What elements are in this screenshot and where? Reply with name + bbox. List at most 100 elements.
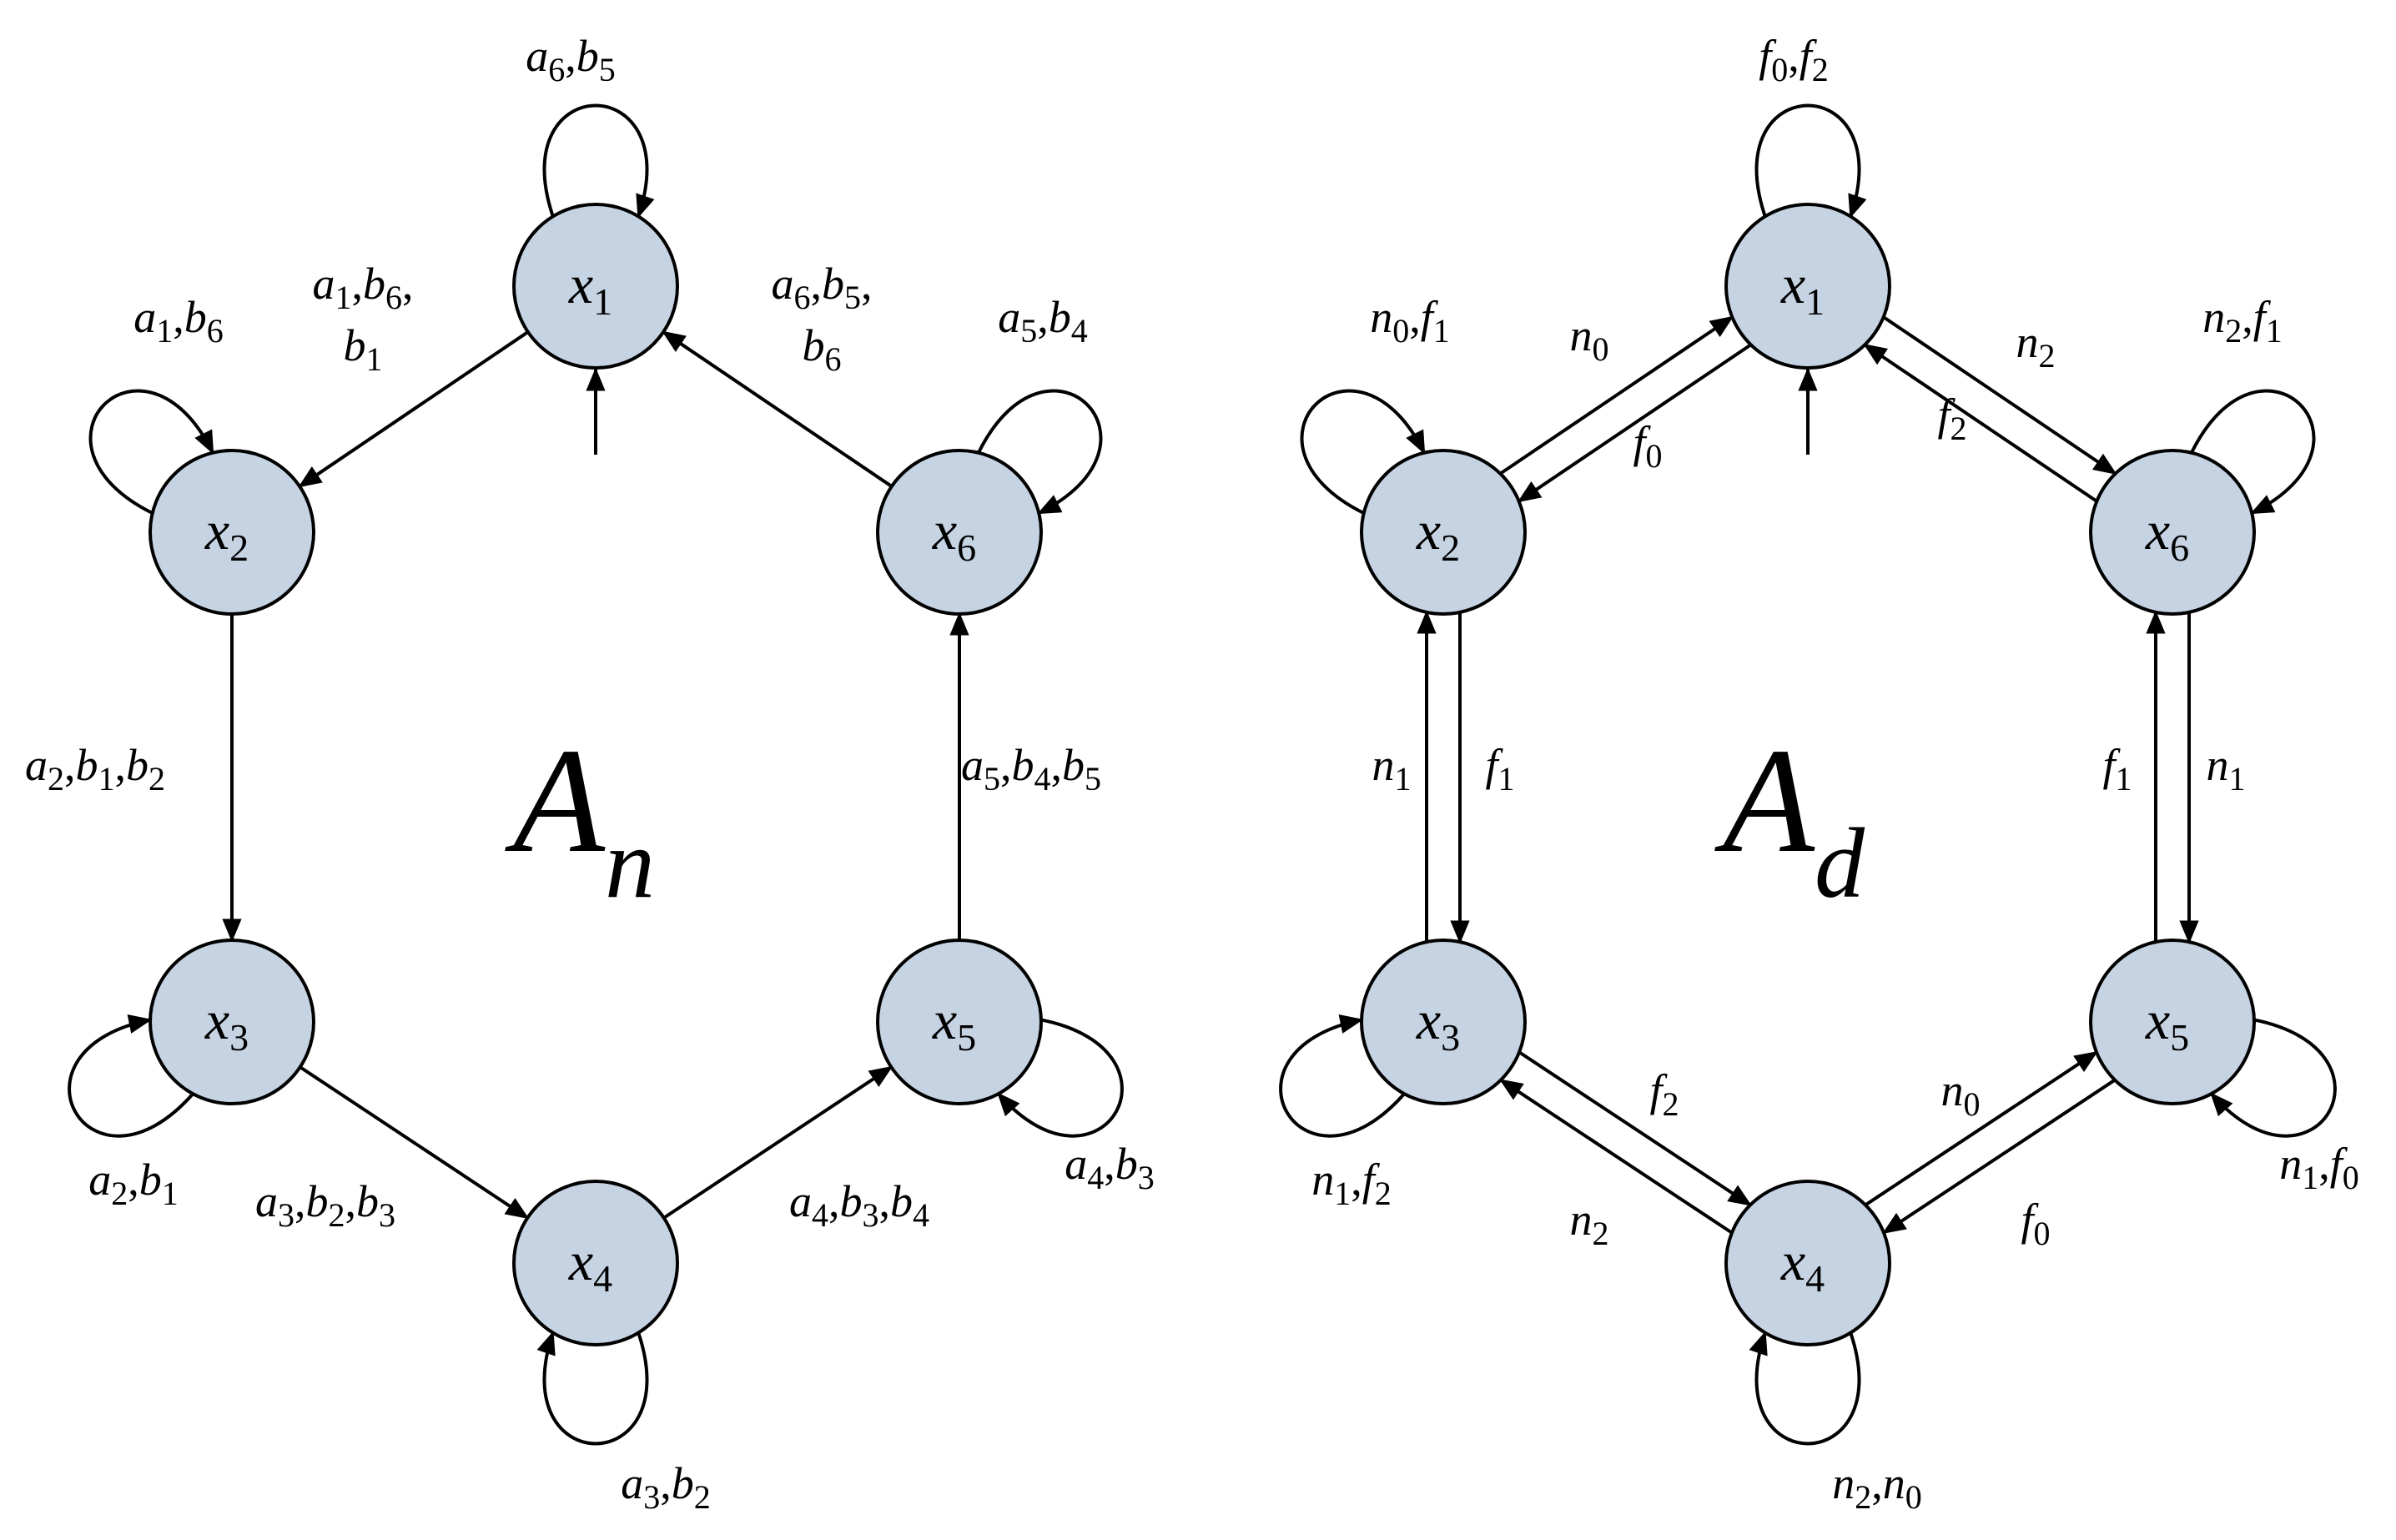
- ad-transition-backward-label: f1: [1485, 740, 1514, 798]
- ad-state-node: x6: [2089, 449, 2256, 616]
- an-state-label: x6: [932, 501, 976, 569]
- automaton-ad-title-sub: d: [1815, 808, 1865, 918]
- ad-self-loop: [1300, 389, 1426, 515]
- automaton-an-title: An: [505, 717, 655, 918]
- an-self-loop-label: a2,b1: [88, 1155, 179, 1212]
- ad-transition-forward-label: n0: [1570, 310, 1609, 368]
- ad-state-circle: [2089, 939, 2256, 1105]
- an-self-loop-label: a1,b6: [133, 292, 224, 350]
- ad-transition-forward-label: n1: [1372, 740, 1412, 798]
- an-state-label: x1: [568, 254, 612, 323]
- an-self-loop-label: a4,b3: [1065, 1139, 1155, 1196]
- an-state-label: x4: [568, 1231, 612, 1300]
- ad-self-loop: [2190, 389, 2316, 515]
- ad-transition-backward-label: f2: [1649, 1065, 1679, 1123]
- ad-transition-forward-label: f0: [2021, 1195, 2050, 1252]
- ad-self-loop-label: f0,f2: [1759, 31, 1829, 88]
- ad-state-node: x5: [2089, 939, 2256, 1105]
- automaton-ad-title-main: A: [1714, 717, 1815, 883]
- ad-state-circle: [1360, 939, 1527, 1105]
- ad-state-node: x3: [1360, 939, 1527, 1105]
- an-state-node: x6: [876, 449, 1043, 616]
- an-self-loop: [68, 1014, 194, 1138]
- an-self-loop: [536, 1331, 649, 1446]
- ad-transition-backward: [1499, 315, 1734, 476]
- an-transition-label: a1,b6,: [313, 259, 414, 316]
- ad-transition-backward: [1499, 1078, 1734, 1235]
- automaton-ad: Ad f0,f2 n0,f1 n1,f2 n2,n0 n1,f0 n2,f1 n0 f0 n1…: [1279, 31, 2359, 1516]
- ad-self-loop: [1754, 103, 1867, 219]
- automaton-an-title-main: A: [505, 717, 606, 883]
- an-state-label: x3: [204, 990, 249, 1059]
- an-state-circle: [148, 939, 315, 1105]
- ad-self-loop: [1749, 1331, 1861, 1446]
- an-state-label: x5: [932, 990, 976, 1059]
- ad-self-loop-label: n1,f2: [1311, 1155, 1392, 1212]
- ad-transition-forward-label: f1: [2102, 740, 2132, 798]
- ad-transition-forward: [1863, 343, 2098, 503]
- ad-state-label: x1: [1780, 254, 1825, 323]
- ad-state-circle: [1360, 449, 1527, 616]
- an-self-loop-label: a6,b5: [526, 31, 616, 88]
- an-transition-label: a3,b2,b3: [255, 1176, 395, 1234]
- an-self-loop: [542, 103, 655, 219]
- ad-self-loop-label: n1,f0: [2279, 1139, 2359, 1196]
- an-self-loop: [88, 389, 214, 515]
- transitions-an: a1,b6,b1 a2,b1,b2 a3,b2,b3 a4,b3,b4 a5,b4,b5…: [25, 259, 1101, 1234]
- an-state-circle: [876, 939, 1043, 1105]
- ad-state-circle: [2089, 449, 2256, 616]
- an-transition-label: a6,b5,: [772, 259, 873, 316]
- an-transition-label: a2,b1,b2: [25, 740, 165, 798]
- ad-transition-backward-label: f0: [1633, 417, 1662, 475]
- states-an: x1 x2 x3 x4 x5 x6: [148, 203, 1043, 1346]
- ad-transition-forward-label: n2: [1570, 1195, 1609, 1252]
- an-state-node: x3: [148, 939, 315, 1105]
- an-self-loop: [977, 389, 1103, 515]
- an-transition-label: b1: [344, 320, 383, 378]
- ad-self-loop: [2210, 1018, 2337, 1138]
- ad-transition-forward: [1518, 1050, 1752, 1207]
- an-transition-label: a4,b3,b4: [789, 1176, 929, 1234]
- an-state-circle: [876, 449, 1043, 616]
- ad-state-label: x6: [2145, 501, 2189, 569]
- an-transition-label: a5,b4,b5: [961, 740, 1101, 798]
- states-ad: x1 x2 x3 x4 x5 x6: [1360, 203, 2256, 1346]
- an-transition: [662, 1065, 893, 1220]
- an-state-node: x1: [512, 203, 679, 370]
- ad-self-loop-label: n2,f1: [2202, 292, 2283, 350]
- an-transition: [298, 330, 529, 488]
- an-state-circle: [148, 449, 315, 616]
- an-self-loop-label: a3,b2: [621, 1458, 711, 1516]
- ad-transition-forward: [1864, 1050, 2098, 1207]
- ad-self-loop-label: n0,f1: [1370, 292, 1450, 350]
- an-state-circle: [512, 1180, 679, 1346]
- ad-transition-forward: [1517, 343, 1752, 503]
- ad-transition-backward-label: n2: [2016, 317, 2056, 375]
- an-transition-label: b6: [803, 320, 842, 378]
- ad-state-label: x3: [1416, 990, 1460, 1059]
- an-state-node: x2: [148, 449, 315, 616]
- ad-state-label: x2: [1416, 501, 1460, 569]
- self-loops-an: a6,b5 a1,b6 a2,b1 a3,b2 a4,b3 a5,b4: [68, 31, 1155, 1516]
- an-transition: [299, 1065, 530, 1220]
- ad-state-circle: [1724, 1180, 1891, 1346]
- ad-transition-backward: [1882, 315, 2117, 476]
- ad-transition-backward-label: n0: [1941, 1065, 1981, 1123]
- ad-self-loop-label: n2,n0: [1832, 1458, 1922, 1516]
- ad-state-node: x4: [1724, 1180, 1891, 1346]
- ad-self-loop: [1279, 1014, 1406, 1138]
- ad-transition-forward-label: f2: [1937, 390, 1966, 447]
- ad-state-node: x1: [1724, 203, 1891, 370]
- ad-state-label: x4: [1780, 1231, 1825, 1300]
- automaton-an-title-sub: n: [605, 808, 655, 918]
- an-self-loop-label: a5,b4: [998, 292, 1088, 350]
- an-state-node: x5: [876, 939, 1043, 1105]
- ad-transition-backward: [1882, 1078, 2117, 1235]
- automaton-ad-title: Ad: [1714, 717, 1865, 918]
- an-state-circle: [512, 203, 679, 370]
- ad-state-node: x2: [1360, 449, 1527, 616]
- automaton-an: An a6,b5 a1,b6 a2,b1 a3,b2 a4,b3 a5,b4 a1,b6,…: [25, 31, 1155, 1516]
- an-self-loop: [997, 1018, 1124, 1138]
